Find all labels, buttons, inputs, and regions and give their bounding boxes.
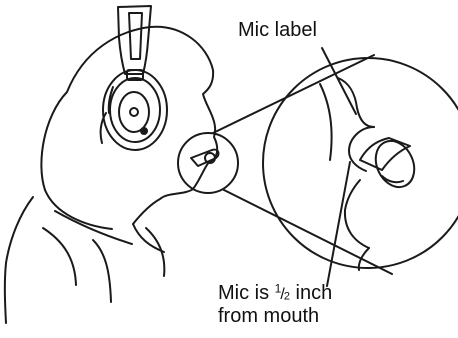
shirt-collar bbox=[55, 211, 132, 244]
head-outline bbox=[41, 27, 217, 224]
shirt-fold-2 bbox=[93, 240, 111, 302]
earcup-outer bbox=[103, 70, 167, 150]
headband-inner bbox=[129, 13, 142, 59]
magnified-lip-lower bbox=[345, 180, 369, 248]
mic-distance-caption: Mic is 1/2 inch from mouth bbox=[218, 282, 332, 328]
magnified-nose bbox=[338, 78, 374, 127]
connector-top bbox=[213, 55, 374, 133]
mic-label-caption: Mic label bbox=[238, 19, 317, 42]
connector-bottom bbox=[224, 190, 392, 274]
detail-circle-large bbox=[263, 58, 458, 268]
earcup-led bbox=[141, 128, 147, 134]
earcup-inner bbox=[119, 92, 149, 132]
headband-outer bbox=[118, 6, 151, 74]
shoulder-line-left bbox=[5, 197, 33, 323]
fraction-denominator: 2 bbox=[284, 291, 290, 303]
mic-distance-line2: from mouth bbox=[218, 305, 319, 327]
mic-distance-prefix: Mic is bbox=[218, 282, 269, 304]
earcup-button bbox=[130, 108, 138, 116]
magnified-cheek bbox=[320, 84, 332, 160]
mic-distance-suffix: inch bbox=[296, 282, 333, 304]
shirt-fold-1 bbox=[43, 228, 76, 285]
